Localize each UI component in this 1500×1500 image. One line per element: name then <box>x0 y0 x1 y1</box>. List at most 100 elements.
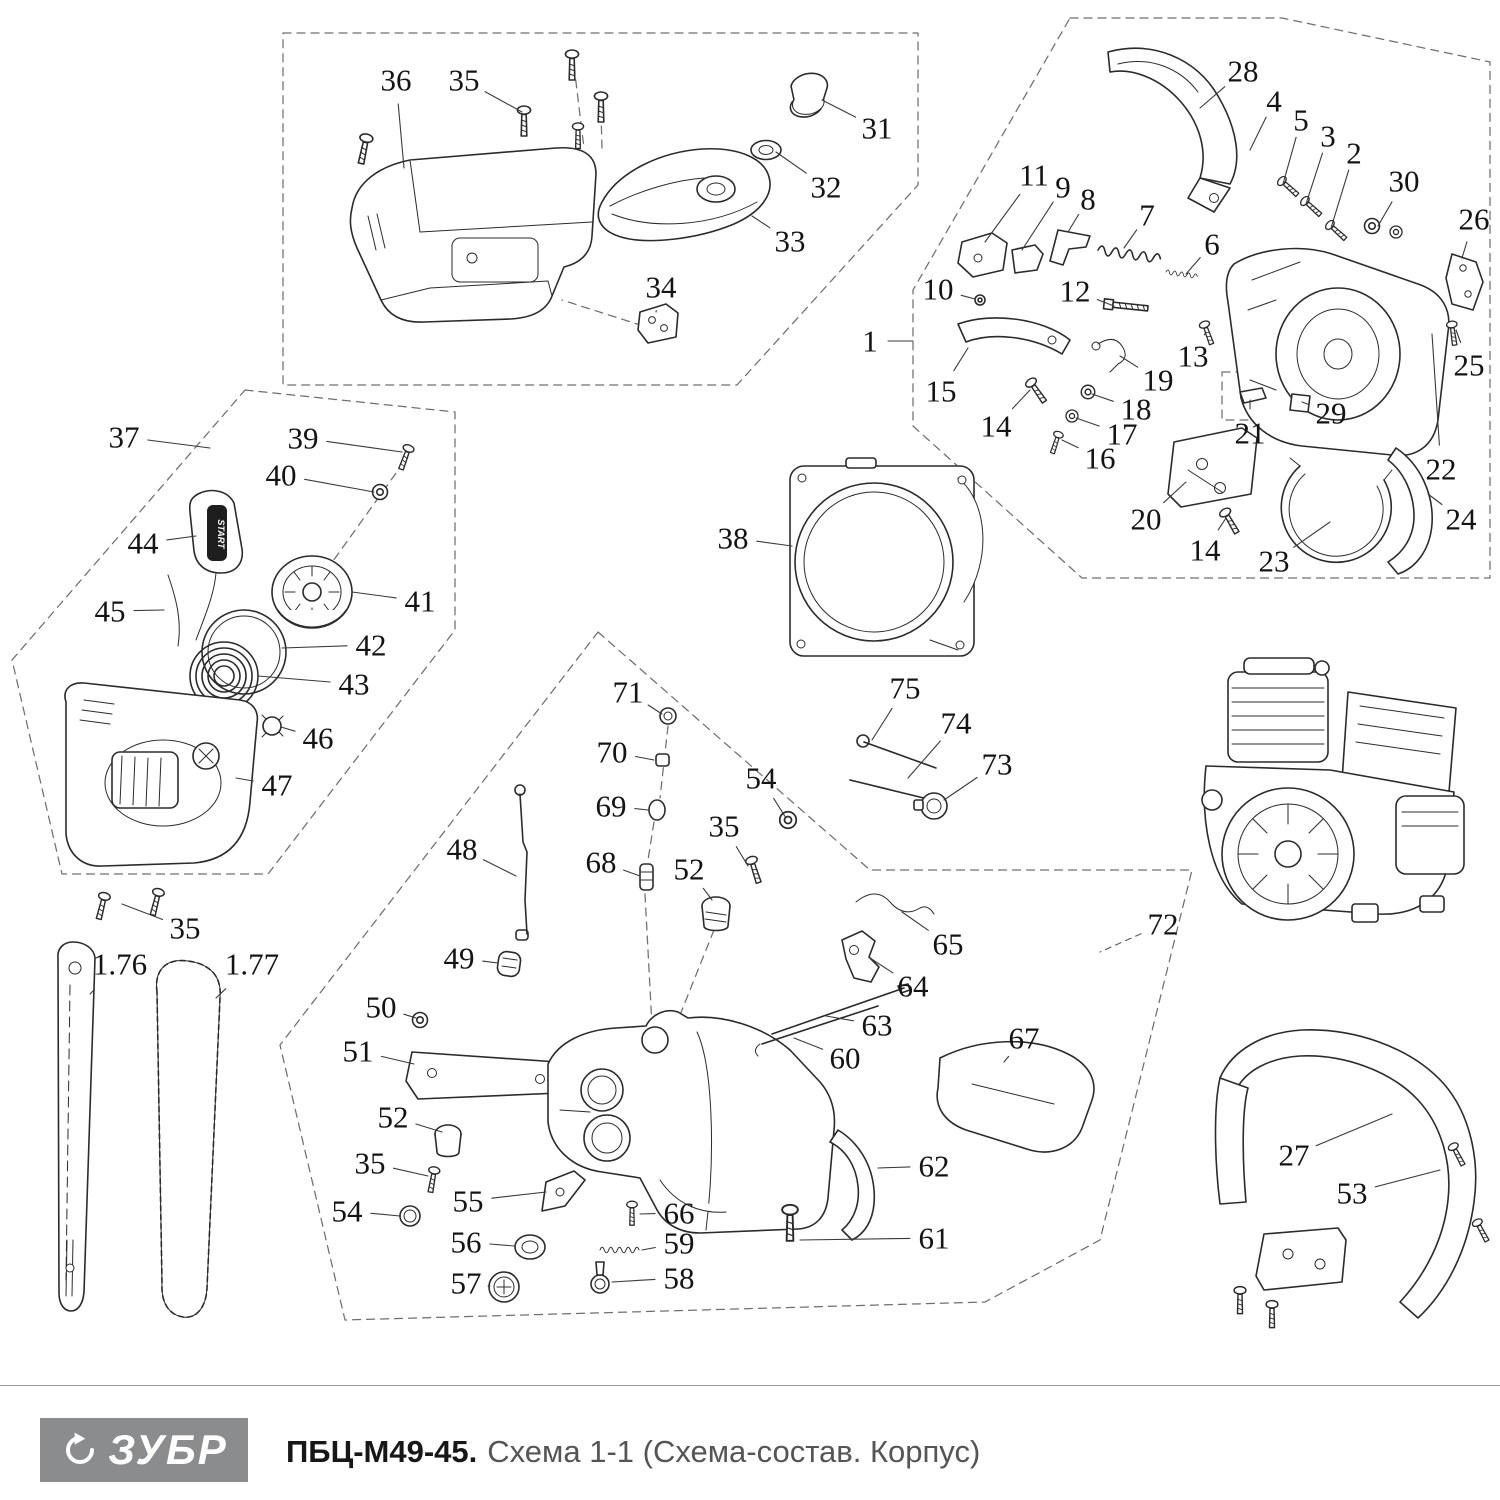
screw-icon <box>564 49 580 81</box>
leader-line <box>351 591 397 599</box>
leader-line <box>1011 389 1031 410</box>
leader-line <box>1091 393 1114 402</box>
callout-54: 54 <box>746 761 778 796</box>
callout-53: 53 <box>1337 1176 1368 1211</box>
leader-line <box>634 808 649 811</box>
callout-23: 23 <box>1259 544 1290 579</box>
sketch-washer-56 <box>514 1234 546 1260</box>
callout-11: 11 <box>1019 158 1049 193</box>
leader-line <box>370 1212 401 1217</box>
sketch-fuel-hose-74 <box>849 779 933 801</box>
callout-73: 73 <box>982 747 1013 782</box>
sketch-guide-bar <box>57 941 96 1312</box>
brand-logo: ЗУБР <box>40 1418 248 1482</box>
leader-line <box>907 740 941 779</box>
leader-line <box>793 1037 824 1050</box>
leader-line <box>623 869 641 877</box>
leader-line <box>635 755 655 761</box>
sketch-pawl-46 <box>261 714 284 738</box>
callout-12: 12 <box>1060 274 1091 309</box>
leader-line <box>1061 439 1079 449</box>
leader-line <box>877 1166 911 1169</box>
leader-line <box>1096 299 1115 307</box>
sketch-hand-guard <box>1107 47 1238 213</box>
leader-line <box>821 99 857 118</box>
leader-line <box>773 797 787 819</box>
schema-subtitle: Схема 1-1 (Схема-состав. Корпус) <box>487 1434 981 1469</box>
leader-line <box>1099 933 1142 953</box>
leader-line <box>1163 481 1187 504</box>
callout-66: 66 <box>664 1196 695 1231</box>
sketch-bracket-55 <box>541 1170 586 1212</box>
leader-line <box>647 704 663 715</box>
screw-icon <box>1298 194 1325 220</box>
leader-line <box>1377 201 1393 227</box>
sketch-cap-57 <box>488 1271 520 1303</box>
leader-line <box>1315 1113 1393 1147</box>
callout-47: 47 <box>262 768 293 803</box>
leader-line <box>1021 201 1054 251</box>
sketch-oil-line-48 <box>514 784 529 941</box>
sketch-fuel-hose-75 <box>856 734 937 769</box>
screw-icon <box>1233 1285 1247 1315</box>
callout-30: 30 <box>1389 164 1420 199</box>
washer-icon <box>1065 409 1079 423</box>
leader-line <box>1119 355 1139 368</box>
callout-21: 21 <box>1235 416 1266 451</box>
model-code: ПБЦ-М49-45. <box>286 1434 478 1469</box>
callout-17: 17 <box>1107 417 1138 452</box>
leader-line <box>1301 401 1310 406</box>
callout-59: 59 <box>664 1226 695 1261</box>
leader-line <box>871 707 893 741</box>
sketch-guide-plate-51 <box>405 1051 568 1100</box>
callout-35: 35 <box>709 809 740 844</box>
sketch-clutch-cover <box>1225 247 1450 457</box>
sketch-rod-60 <box>754 1005 879 1057</box>
callout-51: 51 <box>343 1034 374 1069</box>
callout-41: 41 <box>405 584 436 619</box>
leader-line <box>1067 213 1080 233</box>
callout-4: 4 <box>1266 84 1282 119</box>
callout-35: 35 <box>355 1146 386 1181</box>
sketch-primer-bulb-73 <box>913 792 948 820</box>
leader-line <box>1330 169 1350 229</box>
sketch-fan-shroud <box>789 457 984 657</box>
sketch-starter-handle <box>188 489 244 574</box>
sketch-parts-21-29 <box>1239 387 1311 413</box>
screw-icon <box>626 1200 638 1226</box>
leader-line <box>415 1123 443 1133</box>
callout-6: 6 <box>1204 227 1220 262</box>
group-boundaries <box>11 17 1491 1321</box>
sketch-spring-19 <box>1091 339 1126 373</box>
callout-75: 75 <box>890 671 921 706</box>
leader-line <box>1305 152 1324 205</box>
callout-67: 67 <box>1009 1021 1040 1056</box>
callout-36: 36 <box>381 63 412 98</box>
leader-line <box>166 535 197 541</box>
sketch-tank-body <box>547 1010 836 1234</box>
callout-3: 3 <box>1320 119 1336 154</box>
leader-line <box>215 988 227 999</box>
leader-line <box>1217 517 1227 531</box>
leader-line <box>775 151 807 174</box>
screw-icon <box>1217 505 1243 537</box>
footer-divider <box>0 1385 1500 1386</box>
brand-emblem-icon <box>66 1432 95 1464</box>
callout-15: 15 <box>926 374 957 409</box>
screw-icon <box>1275 174 1302 200</box>
callout-70: 70 <box>597 735 628 770</box>
sketch-spring-case-42 <box>201 609 287 695</box>
bolt-icon <box>1102 298 1150 315</box>
spring-icon <box>599 1246 640 1254</box>
doc-title: ПБЦ-М49-45. Схема 1-1 (Схема-состав. Корп… <box>286 1434 980 1470</box>
washer-icon <box>371 483 389 501</box>
callout-46: 46 <box>303 721 334 756</box>
screw-icon <box>1470 1216 1493 1245</box>
leader-line <box>281 645 348 649</box>
leader-line <box>1199 86 1226 109</box>
leader-line <box>1003 1055 1010 1063</box>
sketch-screw-58 <box>590 1261 610 1294</box>
sketch-cap-52b <box>434 1124 462 1158</box>
sketch-chain <box>155 959 221 1318</box>
screw-icon <box>1265 1299 1279 1329</box>
